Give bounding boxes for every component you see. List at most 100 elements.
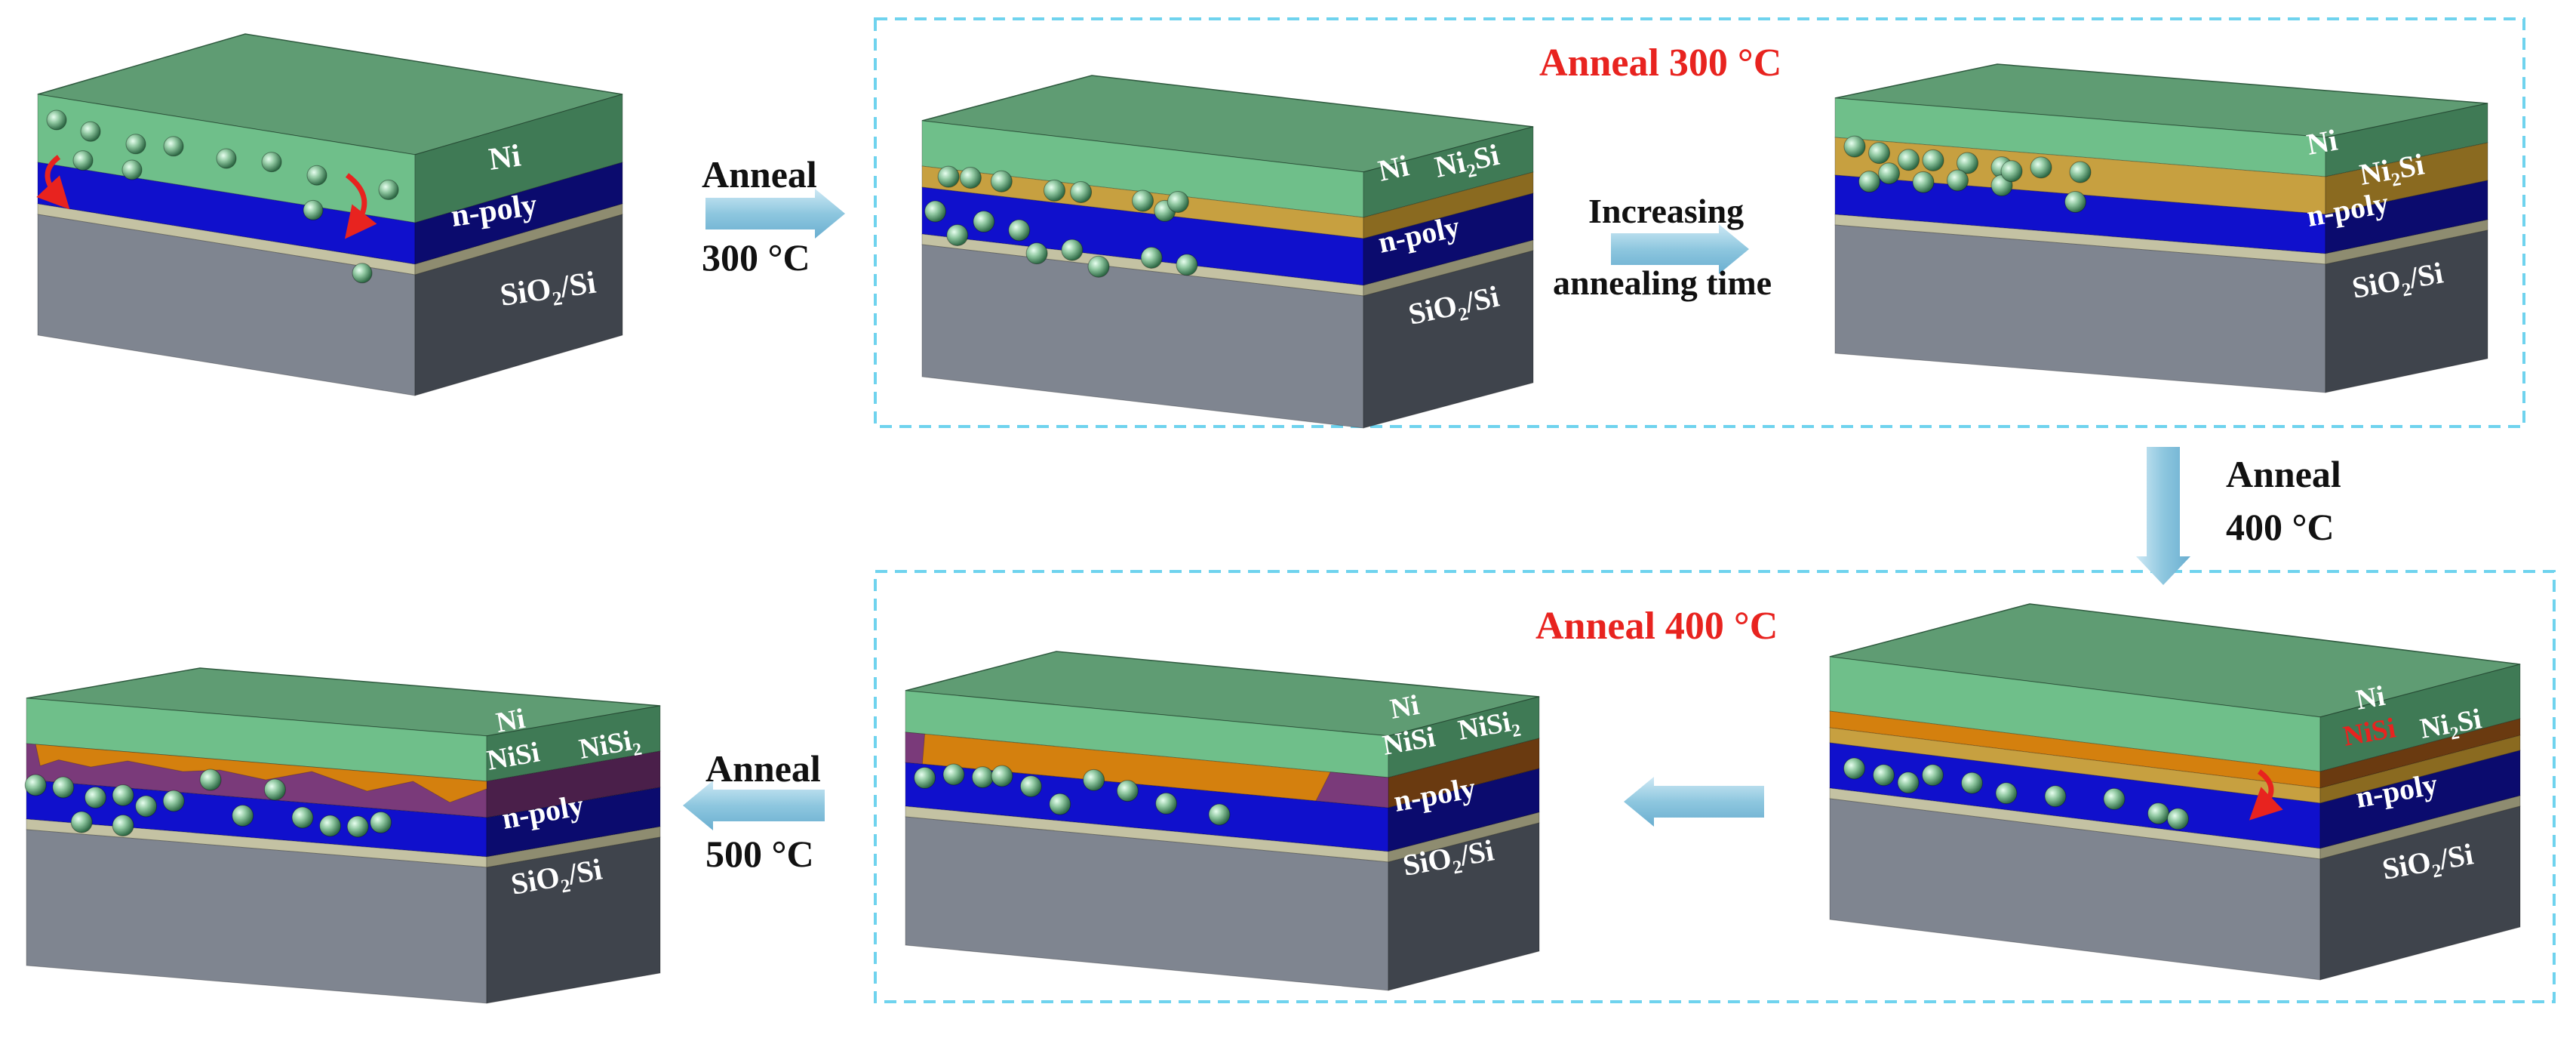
ni-atom <box>1961 772 1983 794</box>
label-sio2-main: SiO <box>2380 844 2433 886</box>
ni-atom <box>199 768 222 791</box>
ni-atom <box>1087 255 1110 278</box>
ni-atom <box>1025 242 1048 265</box>
process-arrow-1 <box>705 189 845 239</box>
ni-atom <box>1922 764 1944 787</box>
ni-atom <box>1019 775 1042 798</box>
label-sio2: SiO2/Si <box>2380 836 2476 890</box>
diffusion-arrow <box>2249 769 2283 821</box>
ni-atom <box>1873 764 1895 787</box>
ni-atom <box>924 200 947 223</box>
label-ni: Ni <box>2353 680 2387 716</box>
process-arrow-4 <box>1624 777 1764 827</box>
ni-atom <box>85 787 106 808</box>
substrate-side <box>2319 805 2521 981</box>
ni-atom <box>2064 190 2086 213</box>
ni-atom <box>216 148 237 169</box>
ni-atom <box>1167 190 1189 213</box>
label-ni-main: Ni <box>2353 680 2387 716</box>
ni-atom <box>2069 161 2092 183</box>
process-arrow-5 <box>683 781 825 830</box>
ni-atom <box>1868 142 1890 165</box>
label-sio2-tail: /Si <box>564 852 604 891</box>
ni-atom <box>24 774 47 796</box>
box-title-300: Anneal 300 °C <box>1539 42 1781 85</box>
label-sio2-tail: /Si <box>2436 836 2476 876</box>
label-sio2: SiO2/Si <box>509 852 605 905</box>
label-sio2-tail: /Si <box>1456 833 1496 872</box>
arrow1-line2: 300 °C <box>702 236 810 279</box>
label-ni-main: Ni <box>487 138 523 177</box>
ni-atom <box>2000 160 2023 183</box>
ni-atom <box>946 223 969 246</box>
ni-atom <box>346 815 369 838</box>
label-ni2si-main: Ni <box>2357 153 2393 192</box>
ni-atom <box>112 784 134 806</box>
ni-atom <box>1070 180 1093 203</box>
ni-atom <box>1083 768 1105 791</box>
ni-atom <box>1155 792 1178 815</box>
ni-atom <box>1140 246 1163 269</box>
label-sio2-main: SiO <box>2350 263 2403 305</box>
ni-atom <box>1208 803 1231 826</box>
ni-atom <box>306 165 327 186</box>
ni-atom <box>1843 135 1866 158</box>
label-sio2-sub: 2 <box>2430 861 2443 882</box>
label-ni2si-tail: Si <box>2455 703 2484 738</box>
ni-atom <box>990 170 1013 192</box>
label-ni: Ni <box>2304 123 2340 162</box>
substrate-side <box>486 836 661 1004</box>
ni-atom <box>370 812 392 833</box>
process-arrow-3 <box>2136 447 2190 585</box>
ni-atom <box>2167 808 2189 830</box>
ni-atom <box>1132 189 1154 212</box>
label-ni: Ni <box>487 138 523 177</box>
label-ni: Ni <box>1376 148 1412 187</box>
arrow3-line2: 400 °C <box>2226 506 2335 548</box>
diffusion-arrow <box>344 173 377 239</box>
label-ni2si-main: Ni <box>2418 709 2452 745</box>
label-sio2-tail: /Si <box>2405 255 2445 294</box>
label-ni2si-sub: 2 <box>1465 160 1479 182</box>
label-sio2: SiO2/Si <box>498 266 599 318</box>
ni-atom <box>2030 156 2052 179</box>
arrow4-line2: 500 °C <box>705 833 814 875</box>
ni-atom <box>2044 785 2067 808</box>
diffusion-arrow <box>36 155 70 210</box>
ni-atom <box>1176 254 1198 276</box>
ni-atom <box>80 121 101 142</box>
ni-atom <box>2147 802 2169 825</box>
label-ni2si-tail: Si <box>2396 147 2427 185</box>
substrate-side <box>1363 250 1534 429</box>
process-arrow-2 <box>1611 224 1749 274</box>
ni-atom <box>319 815 342 837</box>
ni-atom <box>937 165 960 188</box>
ni-atom <box>303 199 324 220</box>
ni-atom <box>72 150 94 171</box>
label-ni2si-sub: 2 <box>2448 723 2461 744</box>
label-ni-main: Ni <box>2304 123 2340 162</box>
ni-atom <box>1898 149 1920 171</box>
ni-atom <box>1008 219 1031 242</box>
arrow2-line1: Increasing <box>1588 192 1744 230</box>
ni-atom <box>263 778 286 801</box>
label-ni2si: Ni2Si <box>2357 147 2427 196</box>
ni-atom <box>959 166 982 189</box>
ni-atom <box>971 766 994 789</box>
ni-atom <box>352 263 373 284</box>
ni-atom <box>2103 787 2126 810</box>
label-nisi2-sub: 2 <box>632 739 644 760</box>
ni-atom <box>1049 793 1071 815</box>
ni-atom <box>135 795 158 818</box>
ni-atom <box>942 763 965 786</box>
nisi2-right <box>1315 772 1389 808</box>
group-box-400 <box>874 570 2556 1003</box>
nisi-jagged <box>35 744 487 803</box>
arrow3-line1: Anneal <box>2226 453 2341 495</box>
substrate-side <box>414 214 623 396</box>
label-sio2: SiO2/Si <box>2350 255 2446 309</box>
